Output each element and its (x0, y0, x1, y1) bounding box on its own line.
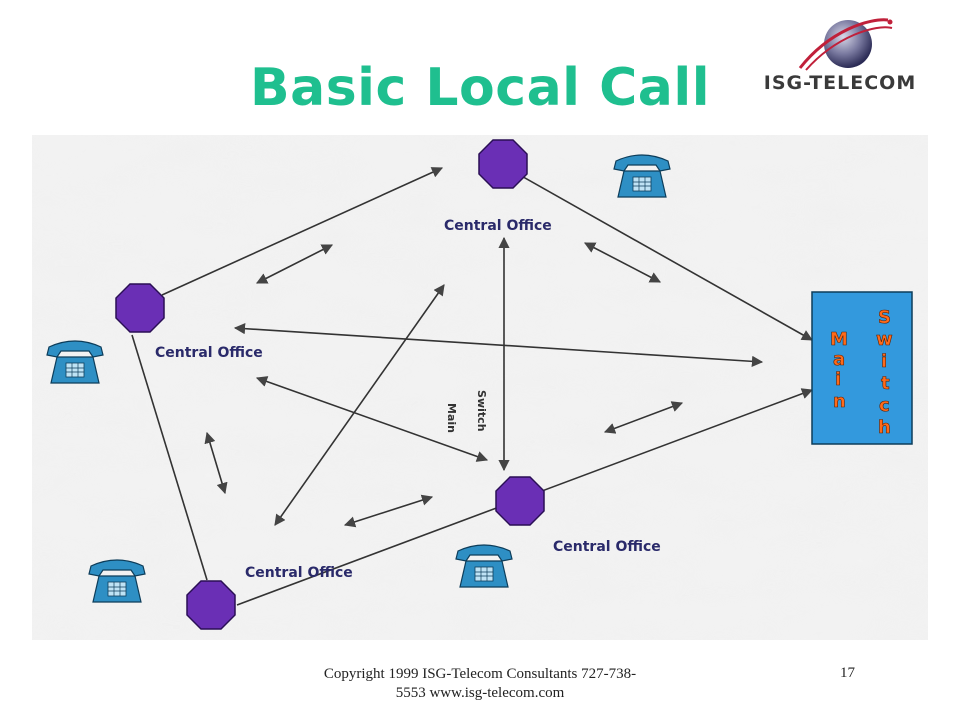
main-switch-letter: S (878, 307, 891, 328)
isg-telecom-logo: ISG-TELECOM (740, 10, 940, 105)
central-office-label: Central Office (553, 539, 661, 555)
main-switch: M a i n S w i t c h (811, 291, 913, 445)
connection-lines (131, 164, 814, 606)
connection-line (274, 284, 445, 526)
connection-line (603, 401, 684, 434)
slide-title: Basic Local Call (249, 58, 711, 118)
connection-line (131, 334, 208, 581)
call-network-diagram: Central Office Central Office Central Of… (32, 135, 928, 640)
main-switch-rotated-word: Main (445, 403, 458, 433)
main-switch-letter: c (879, 395, 890, 416)
main-switch-letter: h (878, 417, 891, 438)
globe-icon (798, 18, 893, 71)
connection-line (584, 242, 661, 283)
main-switch-rotated-label: Main (445, 403, 458, 433)
central-office-node-left (115, 283, 165, 333)
main-switch-rotated-label: Switch (475, 390, 488, 432)
central-office-label: Central Office (245, 565, 353, 581)
connection-line (256, 244, 333, 284)
central-office-node-middle (495, 476, 545, 526)
page-number: 17 (840, 665, 855, 681)
central-office-label: Central Office (155, 345, 263, 361)
main-switch-letter: M (830, 329, 848, 350)
main-switch-letter: i (881, 351, 887, 372)
main-switch-letter: n (833, 391, 846, 412)
telephone-icon (88, 559, 146, 603)
copyright-footer: Copyright 1999 ISG-Telecom Consultants 7… (323, 666, 637, 701)
central-office-node-bottom (186, 580, 236, 630)
telephone-icon (455, 544, 513, 588)
central-office-node-top (478, 139, 528, 189)
connection-line (161, 167, 444, 296)
main-switch-rotated-word: Switch (475, 390, 488, 432)
connection-line (204, 431, 228, 495)
main-switch-letter: w (876, 329, 893, 350)
telephone-icon (613, 154, 671, 198)
central-office-label: Central Office (444, 218, 552, 234)
main-switch-letter: i (835, 369, 841, 390)
telephone-icon (46, 340, 104, 384)
main-switch-letter: a (833, 349, 845, 370)
main-switch-letter: t (881, 373, 890, 394)
connection-line (343, 494, 434, 528)
logo-text: ISG-TELECOM (763, 72, 917, 94)
